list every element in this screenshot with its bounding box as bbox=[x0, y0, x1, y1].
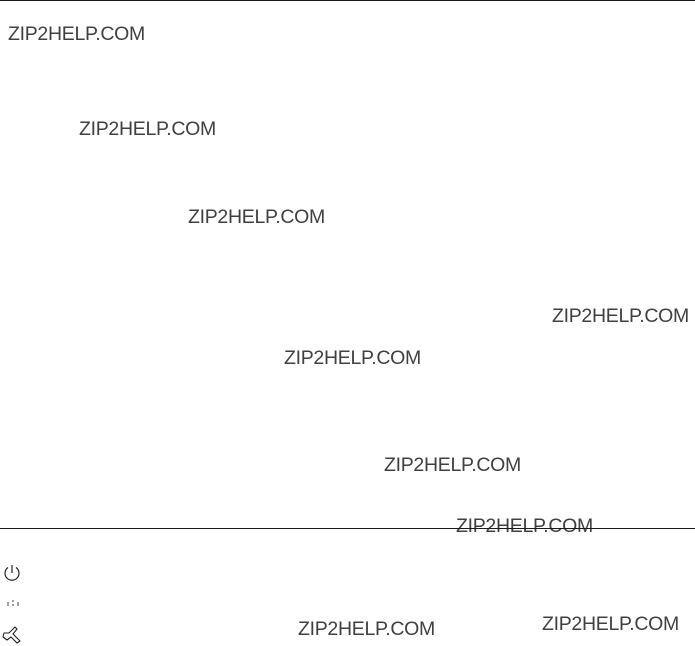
watermark-text: ZIP2HELP.COM bbox=[8, 23, 145, 45]
dots-indicator-icon bbox=[1, 595, 23, 617]
watermark-text: ZIP2HELP.COM bbox=[384, 454, 521, 476]
watermark-text: ZIP2HELP.COM bbox=[552, 305, 689, 327]
watermark-text: ZIP2HELP.COM bbox=[188, 206, 325, 228]
bottom-divider bbox=[0, 528, 695, 529]
speaker-symbol-icon bbox=[1, 624, 23, 646]
watermark-text: ZIP2HELP.COM bbox=[542, 613, 679, 635]
watermark-text: ZIP2HELP.COM bbox=[284, 347, 421, 369]
watermark-text: ZIP2HELP.COM bbox=[298, 618, 435, 640]
power-symbol-icon bbox=[1, 562, 23, 584]
watermark-text: ZIP2HELP.COM bbox=[79, 118, 216, 140]
top-divider bbox=[0, 0, 695, 1]
watermark-text: ZIP2HELP.COM bbox=[456, 515, 593, 537]
